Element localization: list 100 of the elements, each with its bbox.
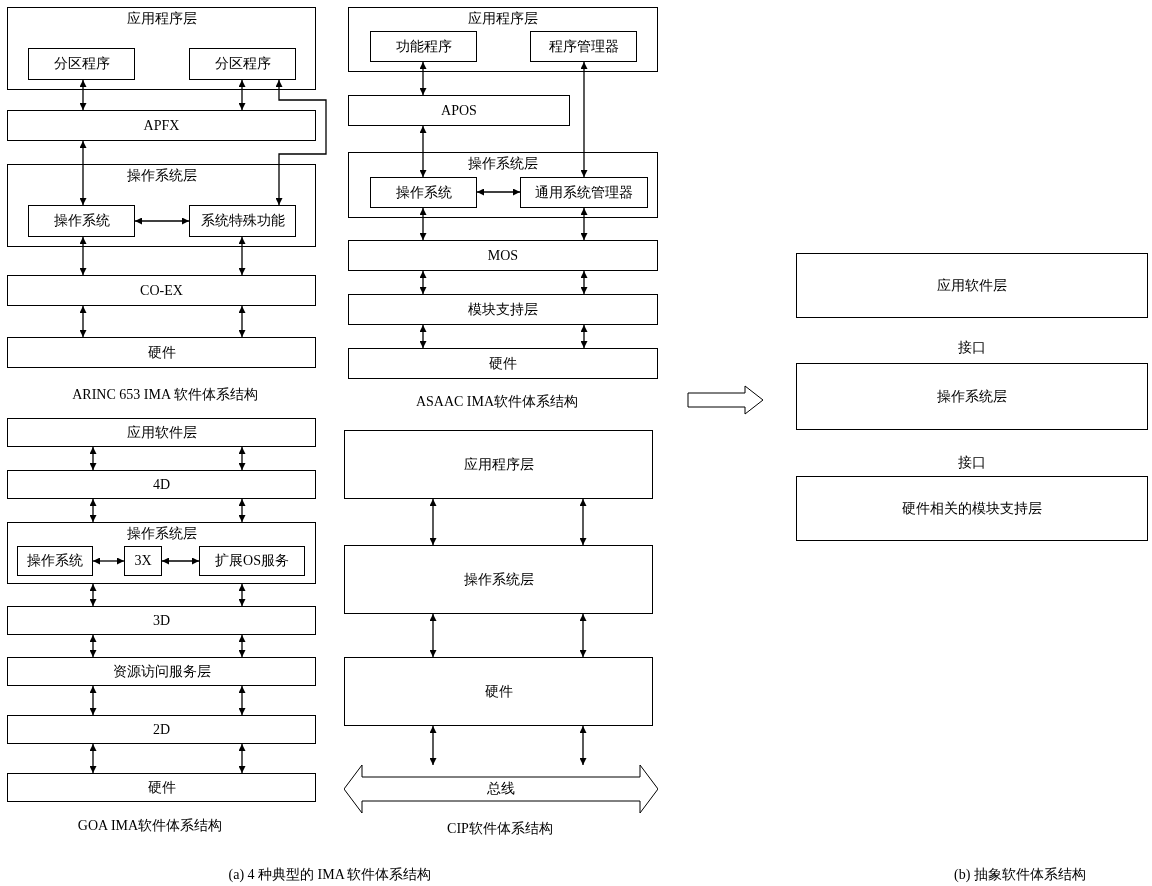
layer-name: 分区程序: [214, 56, 271, 72]
figure-caption: (a) 4 种典型的 IMA 软件体系结构: [228, 867, 432, 883]
layer-box: [189, 48, 296, 80]
double-arrow: [161, 557, 200, 565]
layer-box: [7, 657, 316, 686]
layer-name: 应用软件层: [126, 424, 197, 441]
layer-container: [7, 7, 316, 90]
layer-name: 程序管理器: [548, 38, 619, 55]
layer-container: [348, 7, 658, 72]
subfigure-title: ASAAC IMA软件体系结构: [415, 394, 579, 410]
layer-box: [189, 205, 296, 237]
double-arrow: [89, 634, 97, 658]
subfigure-title: GOA IMA软件体系结构: [77, 818, 223, 834]
double-arrow: [419, 207, 427, 241]
layer-name: 硬件相关的模块支持层: [902, 500, 1042, 517]
layer-name: 功能程序: [395, 38, 452, 55]
layer-name: 硬件: [147, 344, 176, 361]
double-arrow: [429, 725, 437, 766]
double-arrow: [476, 188, 521, 196]
double-arrow: [134, 217, 190, 225]
layer-box: [7, 715, 316, 744]
figure-caption: (b) 抽象软件体系结构: [954, 867, 1086, 883]
layer-name: 应用程序层: [125, 11, 198, 27]
double-arrow: [238, 236, 246, 276]
double-arrow: [79, 236, 87, 276]
double-arrow: [89, 498, 97, 523]
layer-box: [17, 546, 93, 576]
subfigure-title: ARINC 653 IMA 软件体系结构: [72, 387, 258, 403]
layer-box: [7, 606, 316, 635]
layer-name: MOS: [487, 247, 519, 264]
double-arrow: [238, 583, 246, 607]
layer-container: [7, 522, 316, 584]
double-arrow: [89, 446, 97, 471]
layer-box: [348, 294, 658, 325]
layer-name: 操作系统: [395, 184, 452, 201]
double-arrow: [419, 61, 427, 96]
layer-name: 3D: [152, 612, 171, 629]
layer-box: [7, 418, 316, 447]
double-arrow: [579, 613, 587, 658]
layer-name: 资源访问服务层: [112, 663, 211, 680]
layer-name: 操作系统: [53, 213, 110, 229]
layer-name: 应用程序层: [467, 11, 539, 27]
double-arrow: [238, 305, 246, 338]
layer-box: [796, 253, 1148, 318]
layer-name: 应用程序层: [463, 456, 534, 473]
layer-box: [344, 545, 653, 614]
layer-box: [348, 348, 658, 379]
layer-name: 系统特殊功能: [200, 213, 285, 229]
double-arrow: [429, 613, 437, 658]
double-arrow: [238, 498, 246, 523]
layer-name: CO-EX: [140, 282, 183, 299]
layer-box: [7, 275, 316, 306]
bus-block-arrow: [344, 765, 658, 813]
double-arrow: [79, 79, 87, 111]
layer-name: 硬件: [484, 683, 513, 700]
layer-box: [28, 48, 135, 80]
double-arrow: [89, 685, 97, 716]
layer-name: 通用系统管理器: [535, 184, 633, 201]
double-arrow: [579, 498, 587, 546]
layer-box: [124, 546, 162, 576]
layer-name: 分区程序: [53, 56, 110, 72]
double-arrow: [89, 743, 97, 774]
layer-container: [348, 152, 658, 218]
layer-box: [344, 430, 653, 499]
double-arrow: [275, 79, 327, 206]
double-arrow: [579, 725, 587, 766]
layer-box: [796, 363, 1148, 430]
layer-box: [7, 110, 316, 141]
double-arrow: [580, 270, 588, 295]
interface-label: 接口: [958, 340, 986, 356]
double-arrow: [238, 634, 246, 658]
layer-box: [7, 337, 316, 368]
double-arrow: [92, 557, 125, 565]
layer-name: 总线: [487, 781, 515, 797]
layer-container: [7, 164, 316, 247]
layer-name: 2D: [152, 721, 171, 738]
layer-name: APFX: [143, 117, 180, 134]
layer-name: 硬件: [489, 355, 517, 372]
layer-box: [370, 31, 477, 62]
double-arrow: [79, 305, 87, 338]
double-arrow: [580, 61, 588, 178]
layer-name: APOS: [441, 102, 477, 119]
layer-name: 操作系统层: [463, 571, 534, 588]
layer-box: [344, 657, 653, 726]
layer-box: [28, 205, 135, 237]
layer-name: 应用软件层: [937, 277, 1007, 294]
layer-name: 模块支持层: [468, 301, 538, 318]
double-arrow: [419, 324, 427, 349]
double-arrow: [238, 446, 246, 471]
layer-box: [520, 177, 648, 208]
double-arrow: [419, 125, 427, 178]
double-arrow: [429, 498, 437, 546]
double-arrow: [238, 685, 246, 716]
double-arrow: [238, 743, 246, 774]
layer-box: [530, 31, 637, 62]
layer-name: 扩展OS服务: [215, 553, 289, 569]
double-arrow: [580, 207, 588, 241]
layer-name: 操作系统层: [125, 168, 198, 184]
layer-box: [348, 95, 570, 126]
interface-label: 接口: [958, 455, 986, 471]
